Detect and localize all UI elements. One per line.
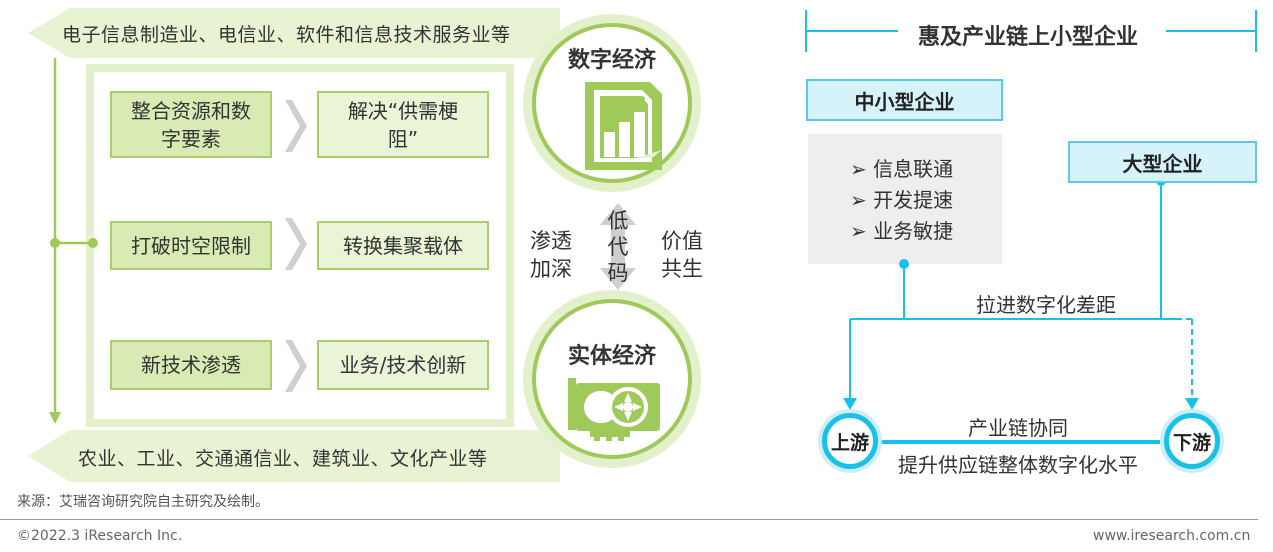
website-link[interactable]: www.iresearch.com.cn [1093,528,1251,544]
row2-from-box: 打破时空限制 [110,221,272,270]
arrow-bullet-icon: ➢ [850,188,874,212]
benefit-item: ➢ 开发提速 [850,188,954,212]
downstream-node: 下游 [1164,413,1220,469]
footer-divider [0,519,1258,520]
chain-label: 产业链协同 [968,416,1068,440]
source-note: 来源：艾瑞咨询研究院自主研究及绘制。 [17,494,269,510]
bottom-industry-text: 农业、工业、交通通信业、建筑业、文化产业等 [78,448,488,470]
upstream-node: 上游 [822,413,878,469]
chart-number-3: 3 [636,93,647,111]
arrow-bullet-icon: ➢ [850,219,874,243]
row3-to-box: 业务/技术创新 [317,340,489,390]
sme-benefits-panel [808,134,1002,264]
benefit-item: ➢ 信息联通 [850,157,954,181]
value-symbiosis-label: 价值 共生 [661,229,703,281]
real-economy-title: 实体经济 [567,344,656,369]
graphics-card-icon [568,378,660,441]
arrow-to-downstream [1185,398,1199,410]
row1-to-box: 解决“供需梗 阻” [317,91,489,158]
benefit-item: ➢ 业务敏捷 [850,219,954,243]
row2-to-box: 转换集聚载体 [317,221,489,270]
arrow-to-upstream [843,398,857,410]
top-industry-text: 电子信息制造业、电信业、软件和信息技术服务业等 [62,24,511,46]
left-diagram-graphics [28,8,701,482]
sme-box: 中小型企业 [806,79,1003,121]
chart-number-2: 2 [620,103,631,121]
copyright: ©2022.3 iResearch Inc. [17,528,183,544]
double-arrow-icon [600,203,636,290]
gap-label: 拉进数字化差距 [976,293,1116,317]
chevron-icon [285,340,307,392]
large-enterprise-box: 大型企业 [1068,141,1257,183]
connector-dot-right [88,238,98,248]
penetration-label: 渗透 加深 [530,229,572,281]
row3-from-box: 新技术渗透 [110,340,272,390]
digital-economy-title: 数字经济 [567,48,656,73]
chain-sub-label: 提升供应链整体数字化水平 [898,453,1138,477]
bottom-industry-banner [28,430,560,482]
arrow-bullet-icon: ➢ [850,157,874,181]
down-arrow-head [49,412,61,424]
right-title: 惠及产业链上小型企业 [918,25,1139,50]
bar-chart-icon [585,82,662,170]
right-diagram-graphics [805,10,1257,444]
row1-from-box: 整合资源和数 字要素 [110,91,272,158]
low-code-label: 低 代 码 [607,209,629,285]
chart-number-1: 1 [605,113,616,131]
connector-dot-left [50,238,60,248]
chevron-icon [285,100,307,152]
chevron-icon [285,218,307,270]
top-industry-banner [28,8,560,58]
sme-benefits-list: ➢ 信息联通 ➢ 开发提速 ➢ 业务敏捷 [850,154,953,247]
